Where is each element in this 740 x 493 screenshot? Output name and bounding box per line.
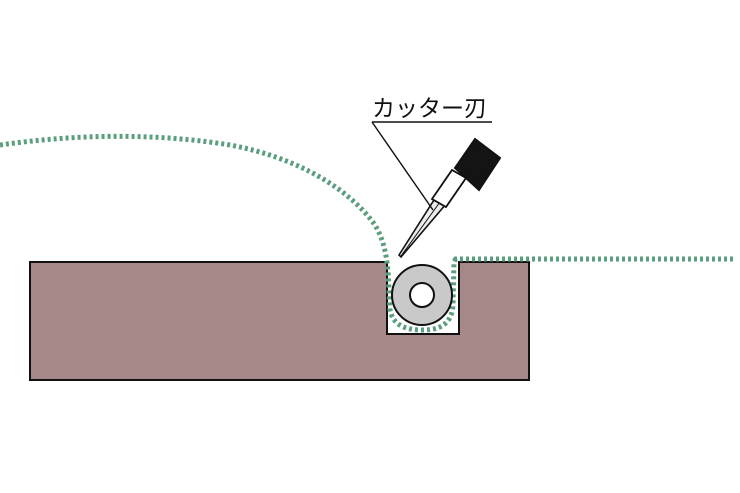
roller-wheel-icon	[391, 264, 453, 326]
blade-label: カッター刃	[372, 96, 487, 122]
cutter-blade-icon	[397, 137, 502, 259]
label-leader	[371, 121, 434, 211]
sheet-left	[0, 133, 459, 333]
